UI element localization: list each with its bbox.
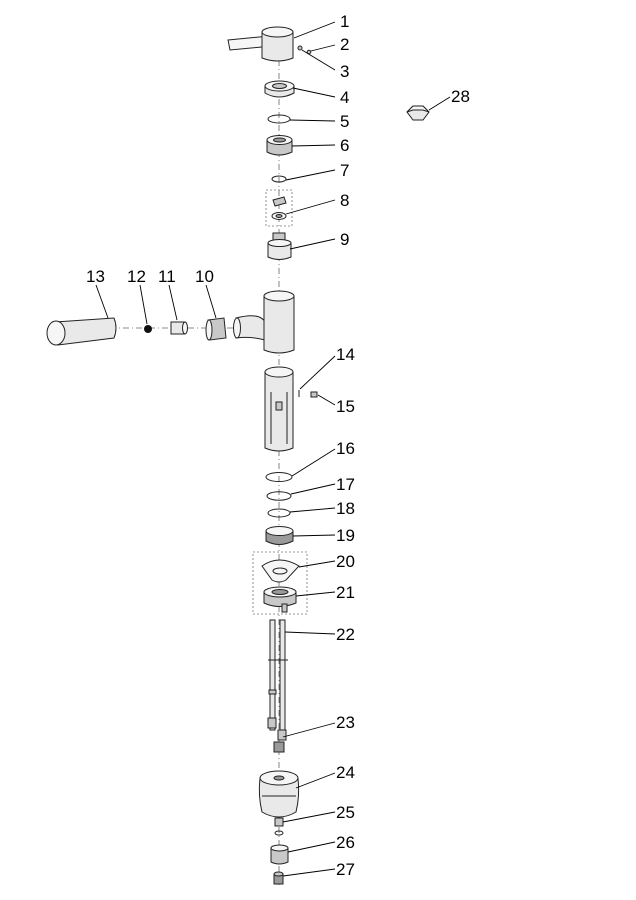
callout-8: 8 <box>340 191 349 210</box>
part-6-threaded-nut <box>266 135 293 156</box>
part-26-coupling <box>270 844 289 865</box>
callout-numbers: 1 2 3 4 5 6 7 8 9 10 11 12 13 14 15 16 1… <box>86 12 470 879</box>
part-21-mounting-nut <box>263 586 297 613</box>
callout-23: 23 <box>336 713 355 732</box>
part-24-hose-weight <box>258 770 300 818</box>
callout-15: 15 <box>336 397 355 416</box>
callout-18: 18 <box>336 499 355 518</box>
callout-20: 20 <box>336 552 355 571</box>
part-15-plug <box>310 391 318 398</box>
callout-1: 1 <box>340 12 349 31</box>
callout-25: 25 <box>336 803 355 822</box>
callout-11: 11 <box>158 267 176 286</box>
part-3-pin <box>297 45 303 51</box>
part-18-ring <box>267 508 291 518</box>
part-22-supply-hoses <box>268 619 288 731</box>
mounting-kit-box <box>252 551 308 615</box>
callout-6: 6 <box>340 136 349 155</box>
callout-24: 24 <box>336 763 355 782</box>
callout-12: 12 <box>127 267 146 286</box>
part-5-o-ring <box>267 114 291 124</box>
part-28-hex-nut <box>406 105 430 121</box>
part-23-hose-fittings <box>267 717 287 753</box>
callout-22: 22 <box>336 625 355 644</box>
part-13-spray-head <box>46 317 117 346</box>
callout-10: 10 <box>195 267 214 286</box>
part-11-aerator-insert <box>170 321 188 335</box>
part-27-small-nut <box>273 871 284 885</box>
part-16-ring <box>265 472 293 482</box>
part-20-gasket-plate <box>261 559 300 583</box>
callout-28: 28 <box>451 87 470 106</box>
callout-27: 27 <box>336 860 355 879</box>
part-8-kit-box <box>265 189 293 227</box>
leader-lines <box>95 21 451 877</box>
callout-4: 4 <box>340 88 349 107</box>
part-12-seal <box>144 325 152 333</box>
callout-2: 2 <box>340 35 349 54</box>
callout-3: 3 <box>340 62 349 81</box>
part-4-cap-ring <box>264 80 295 98</box>
part-17-ring <box>266 491 292 501</box>
part-8-clip-and-washer <box>271 196 287 220</box>
callout-7: 7 <box>340 161 349 180</box>
lower-body-sleeve <box>264 366 294 452</box>
callout-17: 17 <box>336 475 355 494</box>
callout-26: 26 <box>336 833 355 852</box>
callout-5: 5 <box>340 112 349 131</box>
spout-body <box>233 290 295 354</box>
callout-16: 16 <box>336 439 355 458</box>
callout-13: 13 <box>86 267 105 286</box>
part-1-lever-handle <box>227 26 294 62</box>
part-19-base-washer <box>265 526 294 545</box>
part-9-cartridge <box>267 232 292 260</box>
callout-9: 9 <box>340 230 349 249</box>
part-7-small-o-ring <box>271 175 287 183</box>
callout-14: 14 <box>336 345 355 364</box>
part-10-spout-nut <box>205 317 227 341</box>
callout-19: 19 <box>336 526 355 545</box>
callout-21: 21 <box>336 583 355 602</box>
